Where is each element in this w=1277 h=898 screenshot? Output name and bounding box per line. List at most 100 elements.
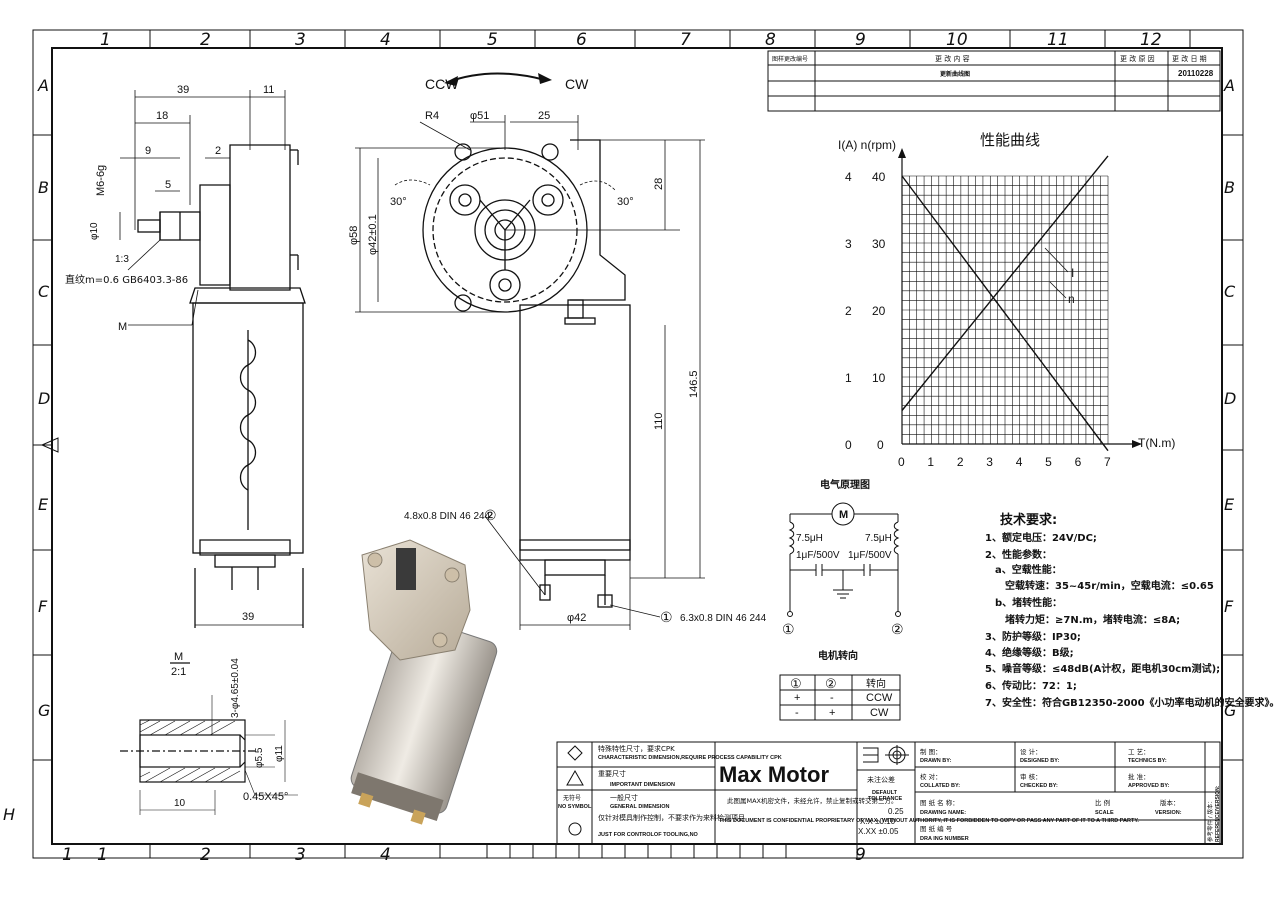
- rotation-title: 电机转向: [818, 649, 858, 662]
- tech-line: 2、性能参数：: [985, 548, 1052, 561]
- y-tick-speed: 40: [872, 170, 886, 184]
- tol-cn: 未注公差: [867, 775, 895, 784]
- scale-cn: 比 例: [1095, 798, 1110, 807]
- tool-cn: 仅针对模具制作控制，不要求作为来料检测项目: [598, 813, 745, 822]
- revision-table: 图样更改编号 更 改 内 容 更 改 原 因 更 改 日 期 更新曲线图 201…: [767, 50, 1221, 112]
- y-axis-arrow: [898, 148, 906, 158]
- tol-en1: DEFAULT: [872, 790, 898, 796]
- tech-line: 3、防护等级：IP30;: [985, 630, 1081, 643]
- designed-cn: 设 计：: [1020, 747, 1042, 756]
- taper-ratio: 1:3: [115, 254, 129, 265]
- row-label: E: [1224, 495, 1235, 514]
- drawn-en: DRAWN BY:: [920, 758, 952, 764]
- revision-col-content: 更 改 内 容: [935, 54, 970, 63]
- detail-phi11: φ11: [274, 745, 285, 762]
- dim-2: 2: [215, 145, 221, 157]
- tech-line: a、空载性能：: [995, 563, 1062, 576]
- body-diameter: φ58: [348, 226, 360, 245]
- designed-en: DESIGNED BY:: [1020, 758, 1059, 764]
- reference-en: REFERENCE/VERSION:: [1215, 785, 1221, 842]
- dim-9: 9: [145, 145, 151, 157]
- y-tick-speed: 20: [872, 304, 886, 318]
- title-block: 特殊特性尺寸，要求CPK CHARACTERISTIC DIMENSION,RE…: [556, 741, 1221, 845]
- rotation-cell: +: [829, 707, 835, 719]
- revision-date: 20110228: [1178, 69, 1214, 78]
- x-tick-label: 6: [1075, 455, 1082, 469]
- tech-line: 1、额定电压：24V/DC;: [985, 531, 1097, 544]
- series-n-line: [901, 175, 1109, 452]
- x-tick-label: 2: [957, 455, 964, 469]
- detail-m-callout: M: [118, 321, 127, 333]
- collated-cn: 校 对：: [920, 772, 942, 781]
- confidential-en: THIS DOCUMENT IS CONFIDENTIAL PROPRIETAR…: [719, 818, 1139, 824]
- bottom-labels: 1 1 2 3 4 9: [62, 845, 866, 865]
- flange-diameter: φ51: [470, 110, 489, 122]
- imp-cn: 重要尺寸: [598, 769, 626, 778]
- angle-left: 30°: [390, 196, 407, 208]
- dim-11: 11: [263, 84, 274, 96]
- y-tick-current: 1: [845, 371, 852, 385]
- technical-requirements: 技术要求: 1、额定电压：24V/DC; 2、性能参数： a、空载性能： 空载转…: [985, 512, 1277, 709]
- dim-5: 5: [165, 179, 171, 191]
- row-label: G: [1224, 701, 1236, 720]
- tech-line: 5、噪音等级：≤48dB(A计权，距电机30cm测试);: [985, 662, 1220, 675]
- row-labels-left: A B C D E F G H: [3, 76, 50, 824]
- rotation-table: 电机转向 ① ② 转向 + - CCW - + CW: [779, 649, 901, 721]
- tech-title: 技术要求:: [1000, 512, 1057, 528]
- ccw-label: CCW: [425, 76, 459, 92]
- revision-col-number: 图样更改编号: [772, 55, 808, 63]
- radius-label: R4: [425, 110, 439, 122]
- dim-39-bottom: 39: [242, 611, 254, 623]
- col-label: 10: [946, 30, 968, 50]
- drawing-name-cn: 图 纸 名 称：: [920, 798, 959, 807]
- collated-en: COLLATED BY:: [920, 783, 960, 789]
- row-label: B: [1224, 178, 1235, 197]
- tol-en2: TOLERANCE: [868, 796, 902, 802]
- chart-y-label: I(A) n(rpm): [838, 138, 896, 152]
- x-tick-label: 7: [1104, 455, 1111, 469]
- motor-symbol: M: [839, 509, 848, 521]
- detail-holes: 3-φ4.65±0.04: [230, 658, 241, 718]
- imp-en: IMPORTANT DIMENSION: [610, 782, 675, 788]
- y-tick-current: 2: [845, 304, 852, 318]
- revision-content: 更新曲线图: [940, 70, 970, 78]
- shaft-diameter: φ10: [89, 222, 100, 240]
- inductor-right: 7.5μH: [865, 533, 892, 544]
- rotation-cell: +: [794, 692, 800, 704]
- dim-110: 110: [653, 412, 665, 430]
- drawing-name-en: DRAWING NAME:: [920, 810, 966, 816]
- detail-chamfer: 0.45X45°: [243, 791, 288, 803]
- detail-d10: 10: [174, 798, 186, 809]
- x-tick-label: 0: [898, 455, 905, 469]
- reference-cn: 参考零件 / 版本：: [1206, 798, 1214, 842]
- technics-cn: 工 艺：: [1128, 748, 1150, 756]
- col-label: 9: [855, 845, 866, 865]
- row-label: A: [1223, 76, 1235, 95]
- row-label: D: [1224, 389, 1236, 408]
- col-label: 1: [97, 845, 108, 865]
- x-axis-arrow: [1132, 440, 1142, 448]
- version-en: VERSION:: [1155, 810, 1182, 816]
- tech-line: 6、传动比：72：1;: [985, 679, 1077, 692]
- rotation-h3: 转向: [866, 677, 886, 690]
- scale-en: SCALE: [1095, 810, 1114, 816]
- series-i-leader: [1044, 247, 1069, 273]
- col-label: 9: [855, 30, 866, 50]
- tech-line: 7、安全性：符合GB12350-2000《小功率电动机的安全要求》。: [985, 696, 1277, 709]
- cw-label: CW: [565, 76, 589, 92]
- revision-col-reason: 更 改 原 因: [1120, 54, 1155, 63]
- col-label: 1: [100, 30, 111, 50]
- capacitor-right: 1μF/500V: [848, 550, 892, 561]
- series-i-label: I: [1071, 266, 1074, 280]
- row-label: H: [3, 805, 15, 824]
- series-n-label: n: [1068, 292, 1075, 306]
- tol-xx: X.X ±0.10: [860, 817, 896, 826]
- approved-en: APPROVED BY:: [1128, 783, 1170, 789]
- detail-phi55: φ5.5: [254, 747, 265, 768]
- pcd-diameter: φ42±0.1: [367, 214, 379, 255]
- approved-cn: 批 准：: [1128, 772, 1150, 781]
- cpk-en: CHARACTERISTIC DIMENSION,REQUIRE PROCESS…: [598, 755, 782, 761]
- row-label: C: [1224, 282, 1236, 301]
- col-label: 7: [680, 30, 691, 50]
